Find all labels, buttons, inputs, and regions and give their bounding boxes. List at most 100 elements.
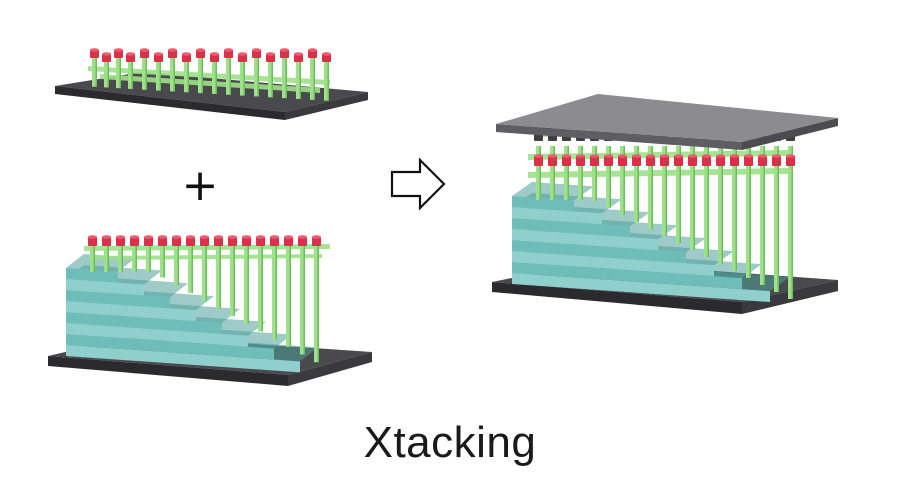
pillar: [620, 146, 625, 215]
cap-top: [126, 52, 135, 56]
cap: [126, 54, 135, 62]
pillar: [160, 246, 165, 278]
pillar: [212, 60, 217, 94]
pillar: [564, 146, 569, 200]
pillar: [142, 56, 147, 90]
pillar: [184, 60, 189, 93]
pillar: [310, 56, 315, 100]
pillar-shade: [275, 246, 277, 340]
cap: [294, 54, 303, 62]
pillar: [90, 246, 95, 272]
cap: [186, 237, 195, 246]
bonded-top-wafer-underside: [496, 124, 742, 150]
pillar: [550, 146, 555, 200]
pillar-shade: [149, 246, 151, 272]
pillar: [116, 56, 121, 89]
pillar: [760, 146, 765, 285]
plus-symbol: +: [182, 160, 219, 211]
pillar: [606, 146, 611, 208]
stair-layer-front: [512, 251, 714, 277]
cap: [252, 50, 261, 58]
cap-top: [238, 52, 247, 56]
pillar: [128, 60, 133, 89]
bonded-substrate-front: [492, 282, 742, 314]
pillar-shade: [187, 60, 189, 93]
cap-top: [534, 154, 543, 158]
pillar-shade: [791, 146, 793, 299]
pillar: [536, 146, 541, 200]
pillar-shade: [313, 56, 315, 100]
periphery-wafer-illustration: [55, 48, 368, 120]
cap: [730, 156, 739, 166]
pillar: [296, 60, 301, 99]
pillar: [132, 246, 137, 272]
cap-top: [102, 235, 111, 239]
cap-top: [154, 52, 163, 56]
pillar-shade: [289, 246, 291, 347]
cap: [224, 50, 233, 58]
pillar: [718, 146, 723, 264]
cap: [548, 156, 557, 166]
cap: [534, 156, 543, 166]
cap-top: [228, 235, 237, 239]
rail: [100, 74, 320, 93]
stair-layer-front: [66, 279, 144, 296]
cap-top: [172, 235, 181, 239]
cap: [688, 156, 697, 166]
pillar-shade: [215, 60, 217, 94]
cap: [674, 156, 683, 166]
cap: [772, 156, 781, 166]
cap: [90, 50, 99, 58]
pillar: [704, 146, 709, 257]
cap-top: [632, 154, 641, 158]
cap: [210, 54, 219, 62]
pillar-shade: [145, 56, 147, 90]
cap-top: [196, 48, 205, 52]
pillar-shade: [201, 56, 203, 94]
pillar: [282, 56, 287, 99]
pillar: [272, 246, 277, 340]
cap: [280, 50, 289, 58]
stair-layer-front: [512, 207, 602, 225]
pillar-shade: [93, 246, 95, 272]
cap: [102, 237, 111, 246]
cap: [238, 54, 247, 62]
cap: [660, 156, 669, 166]
pillar-shade: [609, 146, 611, 208]
cap-top: [744, 154, 753, 158]
stair-layer-front: [66, 290, 170, 309]
stair-layer-front: [66, 334, 274, 360]
pillar-shade: [553, 146, 555, 200]
transform-arrow-icon: [390, 157, 446, 211]
cap-top: [772, 154, 781, 158]
pillar-shade: [229, 56, 231, 95]
pillar: [118, 246, 123, 272]
array-wafer-illustration: [48, 235, 372, 386]
pillar: [286, 246, 291, 347]
stair-layer-front: [512, 229, 658, 251]
pillar-shade: [299, 60, 301, 99]
pillar-shade: [303, 246, 305, 355]
cap-top: [688, 154, 697, 158]
pillar-shade: [763, 146, 765, 285]
stair-layer-front: [66, 323, 248, 347]
cap-top: [786, 154, 795, 158]
stair-layer-front: [66, 301, 196, 322]
array-substrate-side: [288, 352, 372, 386]
stair-layer-front: [512, 196, 574, 212]
cap: [158, 237, 167, 246]
pillar-shade: [721, 146, 723, 264]
stair-layer-front: [512, 262, 742, 290]
cap-top: [618, 154, 627, 158]
cap-top: [256, 235, 265, 239]
pillar: [258, 246, 263, 332]
pillar: [146, 246, 151, 272]
cap-top: [716, 154, 725, 158]
pillar: [300, 246, 305, 355]
pillar-shade: [121, 246, 123, 272]
stair-layer-front: [512, 240, 686, 264]
cap: [182, 54, 191, 62]
cap-top: [266, 52, 275, 56]
cap-top: [702, 154, 711, 158]
pillar-shade: [327, 60, 329, 101]
